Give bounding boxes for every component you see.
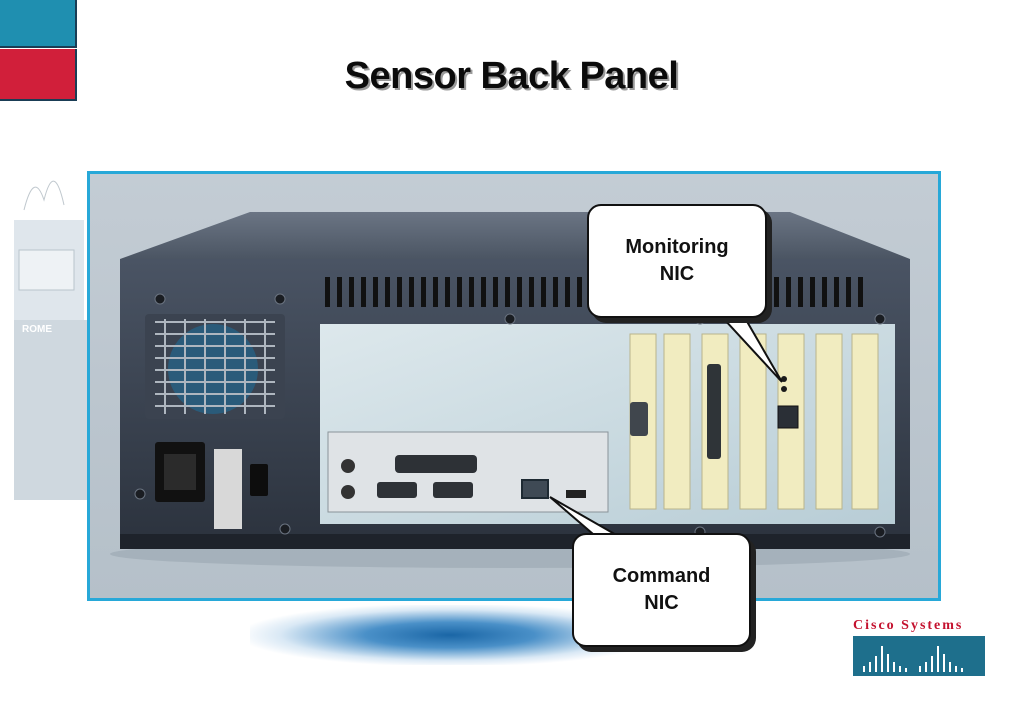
command-nic-label: Command NIC bbox=[612, 565, 711, 614]
command-nic-callout: Command NIC bbox=[572, 533, 751, 647]
monitoring-nic-callout: Monitoring NIC bbox=[587, 204, 767, 318]
logo-text: Cisco Systems bbox=[853, 618, 964, 633]
sensor-photo bbox=[87, 171, 941, 601]
slide-title: Sensor Back Panel bbox=[344, 55, 679, 97]
corner-accent-red bbox=[0, 49, 77, 101]
background-sketch: ROME bbox=[14, 180, 88, 500]
cisco-systems-logo: Cisco Systems bbox=[853, 618, 993, 682]
corner-accent-blue bbox=[0, 0, 77, 48]
logo-bridge-graphic bbox=[853, 636, 985, 676]
monitoring-nic-label: Monitoring NIC bbox=[625, 236, 729, 285]
sketch-label: ROME bbox=[22, 324, 52, 335]
